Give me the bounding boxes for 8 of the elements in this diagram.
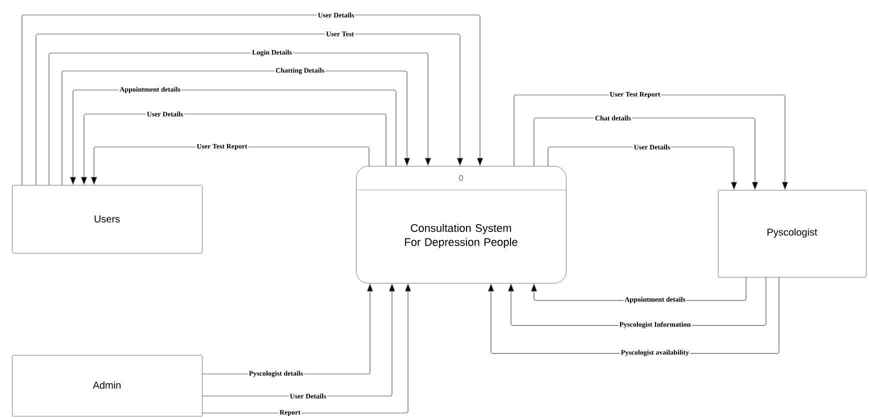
entity-box: Pyscologist bbox=[718, 190, 866, 278]
arrow bbox=[62, 70, 410, 186]
arrow bbox=[22, 14, 484, 186]
process-box: 0 Consultation System For Depression People bbox=[356, 166, 566, 284]
entity-box: Admin bbox=[12, 355, 202, 416]
entity-box: Users bbox=[12, 185, 202, 254]
arrow bbox=[36, 34, 464, 186]
arrow bbox=[48, 52, 432, 186]
